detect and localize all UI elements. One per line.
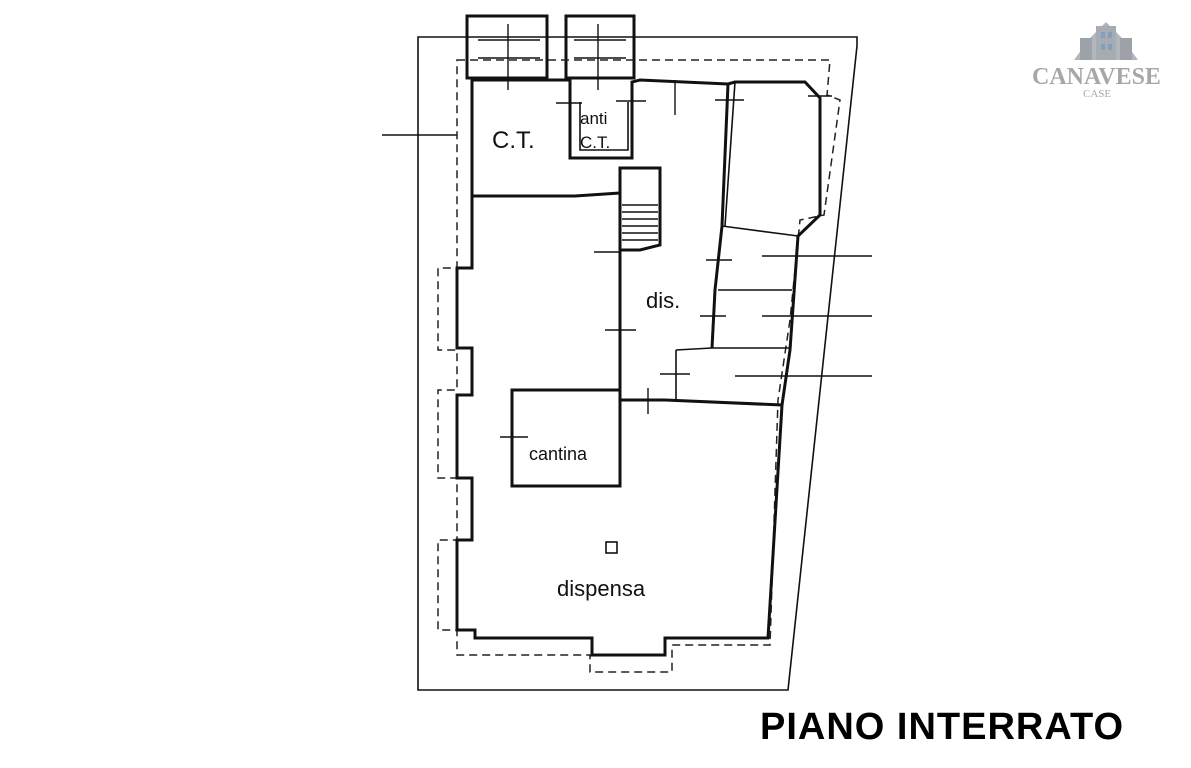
light-well-left (465, 14, 549, 80)
logo-name: CANAVESE (1032, 64, 1161, 90)
cantina-walls (510, 388, 622, 488)
building-walls (455, 78, 822, 657)
lot-boundary (417, 36, 858, 691)
room-label-dis: dis. (646, 288, 680, 313)
brand-logo: CANAVESE CASE (1032, 22, 1161, 100)
logo-sub: CASE (1083, 88, 1111, 100)
room-label-anti: anti (580, 109, 607, 128)
light-well-right (564, 14, 636, 80)
room-label-dispensa: dispensa (557, 576, 646, 601)
stairs (622, 204, 658, 241)
pillar (605, 541, 618, 554)
plan-title: PIANO INTERRATO (760, 706, 1125, 748)
room-label-ct: C.T. (492, 127, 535, 154)
footprint-dashed (437, 59, 841, 673)
room-label-anti-ct: C.T. (580, 133, 610, 152)
room-label-cantina: cantina (529, 444, 588, 464)
